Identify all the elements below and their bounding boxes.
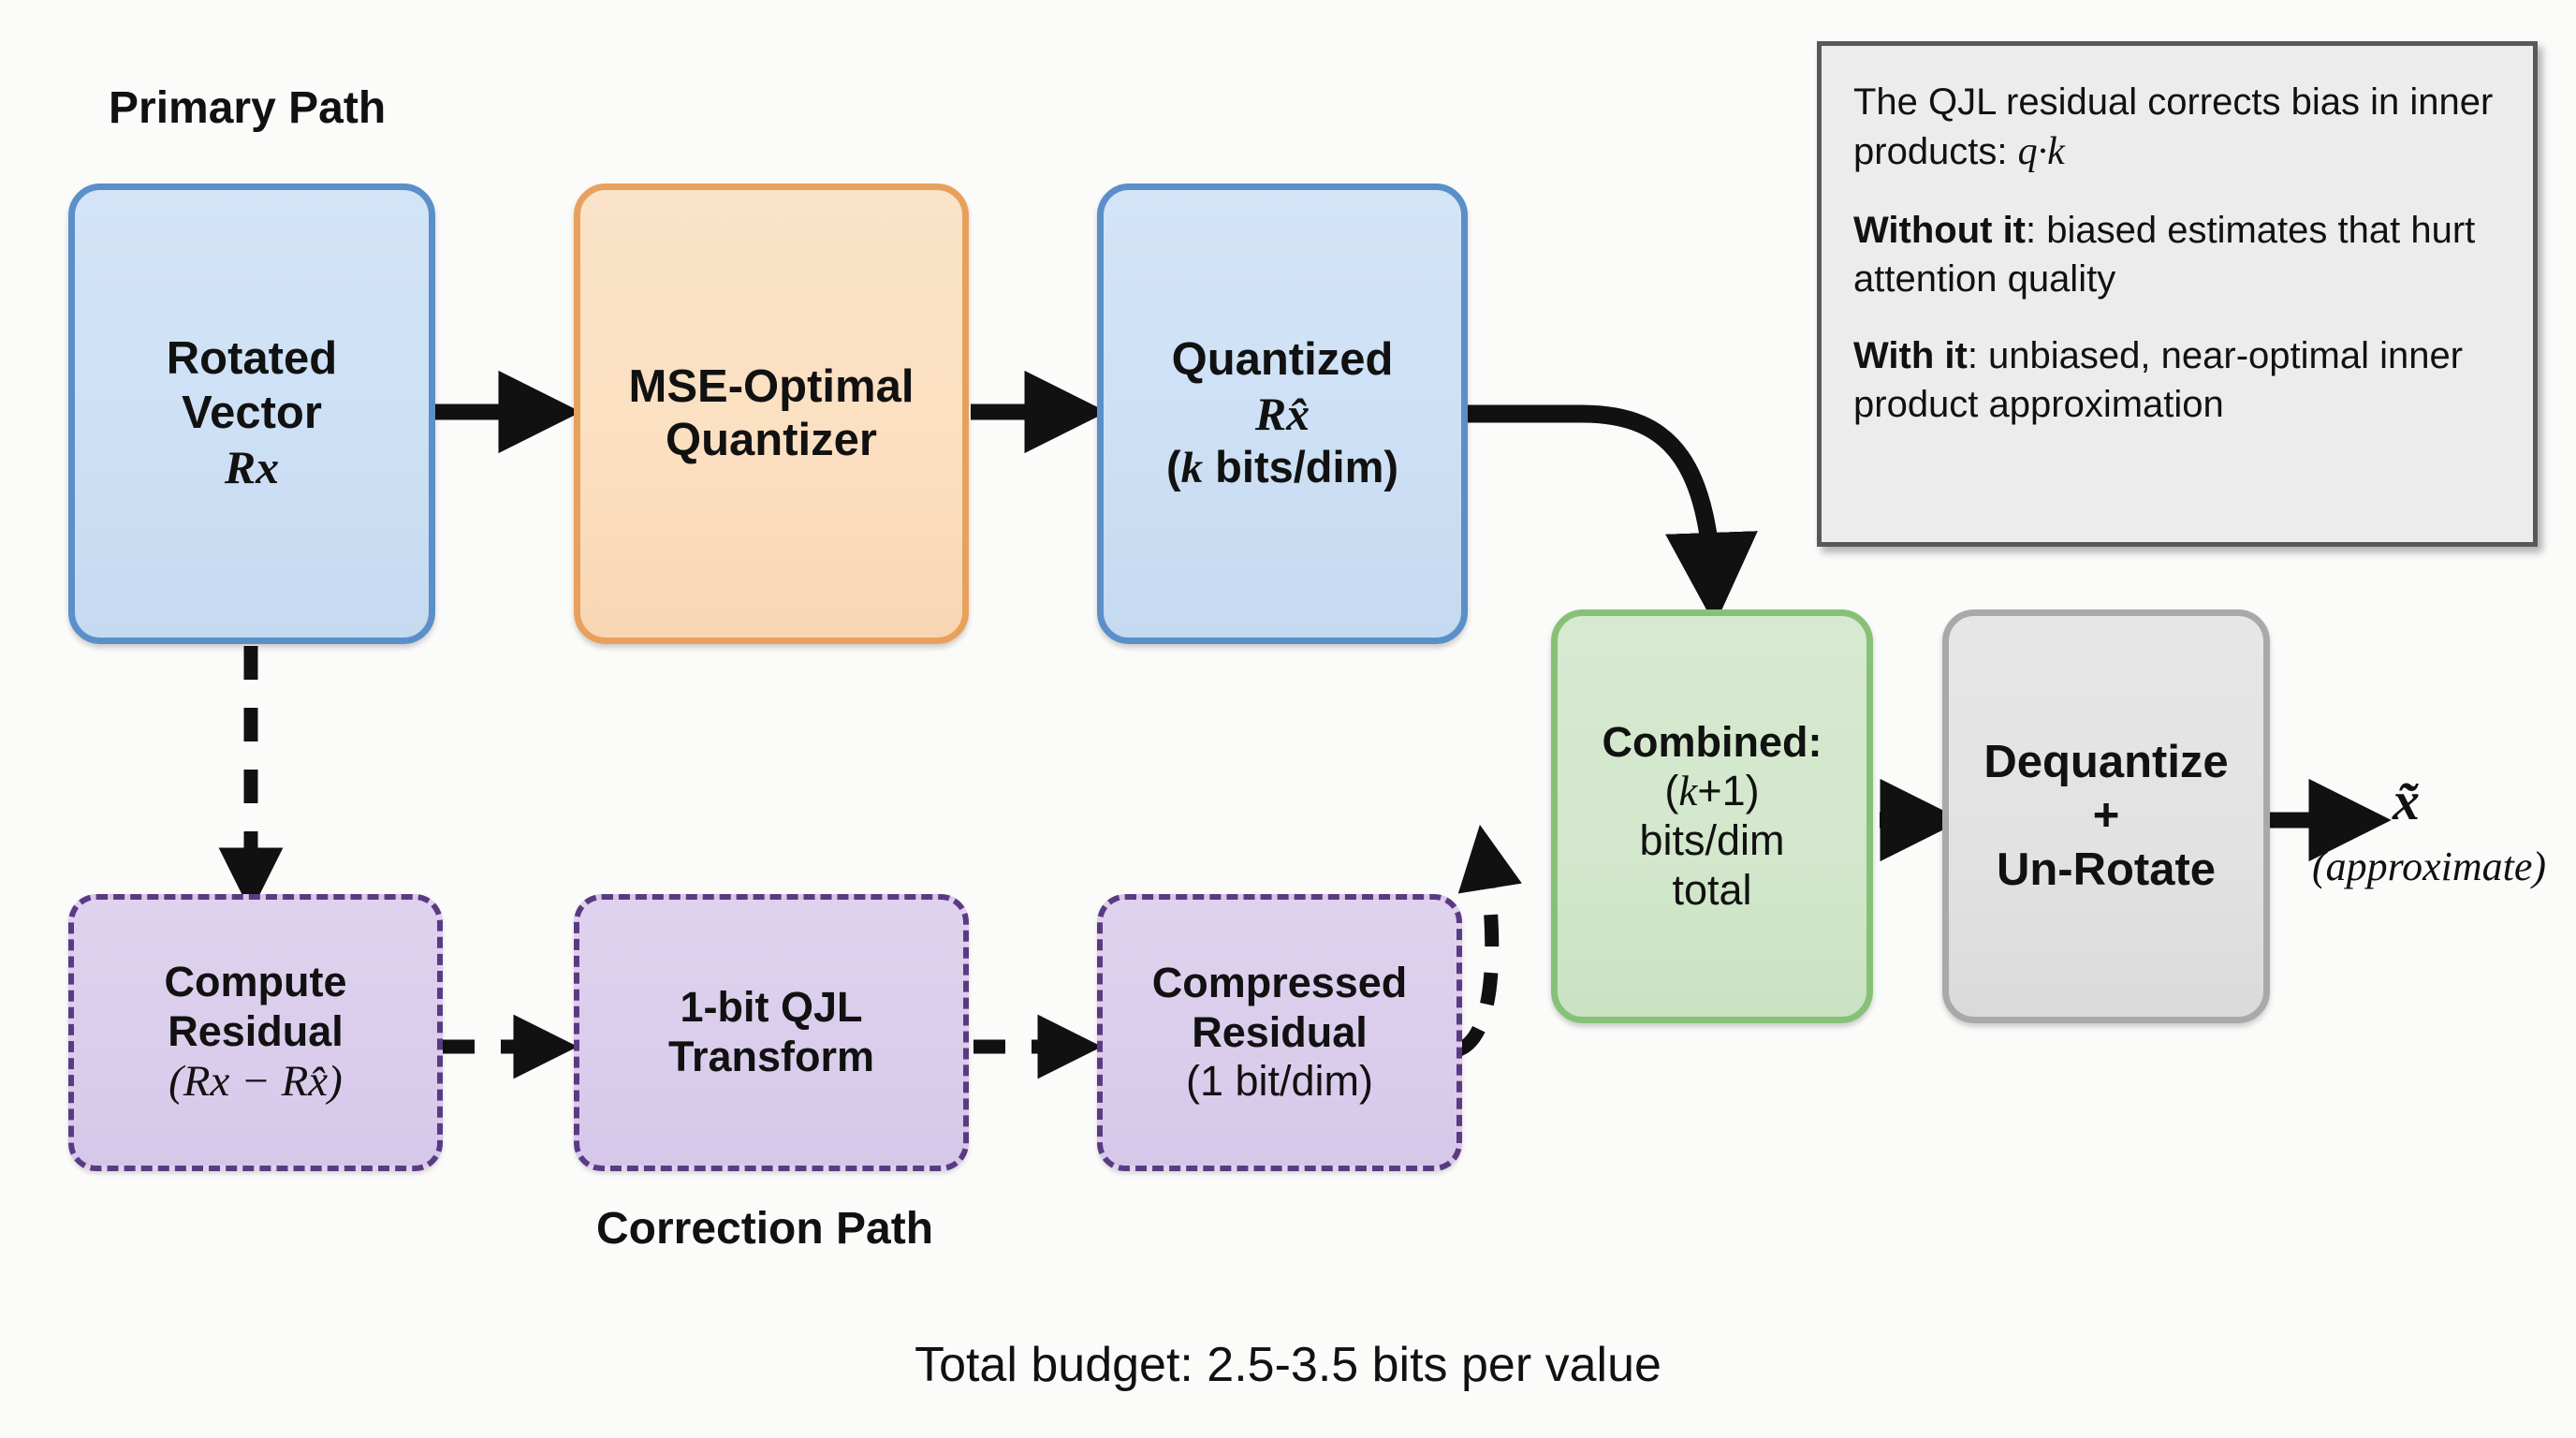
callout-p2-text: : biased estimates that hurt attention q… [1853, 209, 2476, 300]
node-combined-line1: Combined: [1602, 717, 1822, 766]
node-compute-residual-math: (Rx − Rx̂) [168, 1057, 343, 1107]
node-mse-quantizer-line1: MSE-Optimal [628, 360, 915, 412]
arrow-quantized-to-combined [1467, 404, 1758, 625]
node-quantized-line1: Quantized [1171, 334, 1394, 386]
node-compressed-residual-line3: (1 bit/dim) [1185, 1057, 1374, 1106]
output-symbol: x̃ [2393, 770, 2420, 831]
node-rotated-vector-line2: Vector [182, 387, 322, 438]
node-dequantize-unrotate[interactable]: Dequantize + Un-Rotate [1942, 609, 2270, 1023]
node-mse-quantizer-line2: Quantizer [666, 415, 877, 465]
node-qjl-transform[interactable]: 1-bit QJL Transform [574, 894, 969, 1171]
node-combined-line2: (k+1) [1664, 767, 1759, 816]
callout-p2-bold: Without it [1853, 209, 2027, 251]
callout-paragraph-2: Without it: biased estimates that hurt a… [1853, 206, 2501, 303]
node-compute-residual-line1: Compute [164, 957, 347, 1005]
node-compressed-residual[interactable]: Compressed Residual (1 bit/dim) [1097, 894, 1462, 1171]
arrow-compressed-to-combined [1454, 824, 1522, 1058]
node-combined-k: k [1678, 768, 1698, 815]
node-quantized-bits-open: ( [1165, 441, 1181, 492]
node-quantized-math: Rx̂ [1254, 388, 1310, 441]
node-dequantize-line2: + [2092, 790, 2120, 842]
node-compute-residual-line2: Residual [168, 1006, 344, 1055]
node-combined-line4: total [1672, 865, 1752, 914]
callout-panel: The QJL residual corrects bias in inner … [1817, 41, 2538, 547]
callout-paragraph-1: The QJL residual corrects bias in inner … [1853, 78, 2501, 178]
callout-p1-math: q·k [2017, 130, 2065, 173]
budget-caption: Total budget: 2.5-3.5 bits per value [915, 1338, 1661, 1392]
node-rotated-vector-line1: Rotated [166, 333, 338, 385]
primary-path-label: Primary Path [109, 83, 387, 133]
node-dequantize-line3: Un-Rotate [1996, 844, 2217, 895]
callout-p3-bold: With it [1853, 334, 1968, 376]
node-rotated-vector-math: Rx [224, 441, 280, 494]
node-quantized-bits: (k bits/dim) [1166, 442, 1398, 494]
node-compressed-residual-line1: Compressed [1151, 959, 1408, 1007]
node-qjl-transform-line2: Transform [667, 1033, 875, 1080]
node-combined-close: +1) [1697, 767, 1760, 815]
node-qjl-transform-line1: 1-bit QJL [680, 983, 863, 1032]
output-note: (approximate) [2312, 844, 2547, 889]
node-quantized[interactable]: Quantized Rx̂ (k bits/dim) [1097, 183, 1468, 644]
callout-p3-text: : unbiased, near-optimal inner product a… [1853, 334, 2464, 425]
node-compute-residual[interactable]: Compute Residual (Rx − Rx̂) [68, 894, 443, 1171]
correction-path-label: Correction Path [596, 1204, 934, 1254]
node-compressed-residual-line2: Residual [1192, 1007, 1368, 1056]
node-dequantize-line1: Dequantize [1983, 737, 2229, 787]
node-combined-line3: bits/dim [1639, 816, 1785, 864]
callout-paragraph-3: With it: unbiased, near-optimal inner pr… [1853, 331, 2501, 429]
node-quantized-bits-k: k [1180, 443, 1204, 492]
node-rotated-vector[interactable]: Rotated Vector Rx [68, 183, 435, 644]
node-quantized-bits-close: bits/dim) [1203, 441, 1399, 492]
node-combined-open: ( [1664, 767, 1679, 815]
callout-p1-text: The QJL residual corrects bias in inner … [1853, 81, 2494, 172]
node-combined[interactable]: Combined: (k+1) bits/dim total [1551, 609, 1873, 1023]
node-mse-quantizer[interactable]: MSE-Optimal Quantizer [574, 183, 969, 644]
